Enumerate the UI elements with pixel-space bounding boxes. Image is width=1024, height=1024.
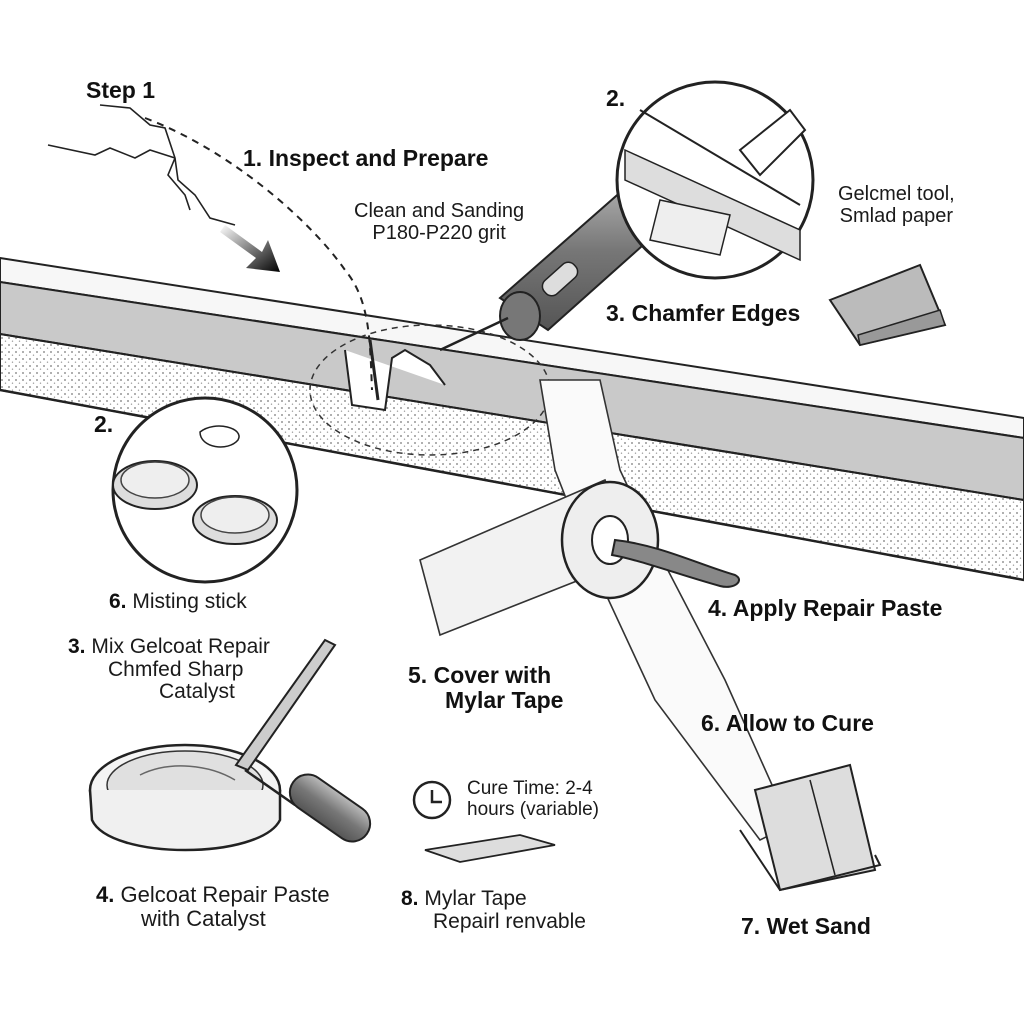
cure-time-label: Cure Time: 2-4 hours (variable) [467, 778, 599, 820]
gelcoat-tool-label: Gelcmel tool, Smlad paper [838, 183, 955, 227]
step-text: Wet Sand [766, 913, 871, 939]
step-number: 4. [96, 882, 115, 907]
step-text: Inspect and Prepare [268, 145, 489, 171]
tape-strip [424, 834, 556, 863]
mixing-bowl [88, 743, 282, 852]
step-text: Apply Repair Paste [732, 595, 943, 621]
step-number: 7. [741, 913, 761, 939]
step2-left-label: 2. [94, 411, 114, 437]
mylar-line-2: Repairl renvable [433, 909, 586, 933]
mixing-stick [234, 638, 337, 772]
misting-label: 6. Misting stick [109, 590, 247, 614]
step-number: 8. [401, 887, 419, 910]
step1-label: Step 1 [86, 77, 156, 103]
paste-label: 4. Gelcoat Repair Paste with Catalyst [96, 883, 330, 931]
clean-line-2: P180-P220 grit [372, 221, 506, 244]
step-number: 5. [408, 662, 428, 688]
leader-line [144, 117, 373, 391]
paste-line-2: with Catalyst [141, 905, 266, 931]
step-number: 3. [606, 300, 626, 326]
step-text: Chamfer Edges [631, 300, 801, 326]
clock-icon [412, 780, 452, 820]
step-number: 3. [68, 635, 86, 658]
step-number: 6. [701, 710, 721, 736]
step-number: 1. [243, 145, 263, 171]
mylar-line-1: Mylar Tape [424, 887, 527, 910]
apply-label: 4. Apply Repair Paste [708, 596, 942, 621]
inspect-label: 1. Inspect and Prepare [243, 146, 488, 171]
paste-line-1: Gelcoat Repair Paste [120, 882, 330, 907]
clean-line-1: Clean and Sanding [354, 200, 525, 222]
cure-label: 6. Allow to Cure [701, 711, 874, 736]
gelcoat-tool-line-1: Gelcmel tool, [838, 183, 955, 205]
step-text: Allow to Cure [725, 710, 874, 736]
step2-top-label: 2. [606, 85, 626, 111]
cover-line-1: Cover with [433, 662, 552, 688]
step-number: 4. [708, 595, 728, 621]
mylar-removable-label: 8. Mylar Tape Repairl renvable [401, 887, 586, 933]
clean-label: Clean and Sanding P180-P220 grit [354, 200, 525, 244]
mix-line-1: Mix Gelcoat Repair [91, 635, 270, 658]
step-text: Misting stick [132, 590, 247, 613]
direction-arrow [220, 225, 280, 272]
step-number: 6. [109, 590, 127, 613]
magnifier-circle-mixing-cups [111, 396, 299, 584]
cover-label: 5. Cover with Mylar Tape [408, 663, 563, 713]
cure-time-line-1: Cure Time: 2-4 [467, 778, 593, 799]
mylar-tape-roll [419, 379, 792, 842]
cure-time-line-2: hours (variable) [467, 798, 599, 820]
chamfer-label: 3. Chamfer Edges [606, 301, 800, 326]
mix-line-2: Chmfed Sharp [108, 657, 244, 681]
mix-label: 3. Mix Gelcoat Repair Chmfed Sharp Catal… [68, 635, 270, 704]
magnifier-circle-chamfer [615, 80, 815, 280]
sanding-block [739, 763, 882, 892]
sandpaper-sheet [828, 263, 947, 347]
wet-sand-label: 7. Wet Sand [741, 914, 871, 939]
crack-lines [47, 104, 236, 226]
cover-line-2: Mylar Tape [445, 686, 564, 713]
mix-line-3: Catalyst [159, 680, 235, 704]
scraper [244, 768, 372, 843]
gelcoat-tool-line-2: Smlad paper [839, 204, 954, 227]
